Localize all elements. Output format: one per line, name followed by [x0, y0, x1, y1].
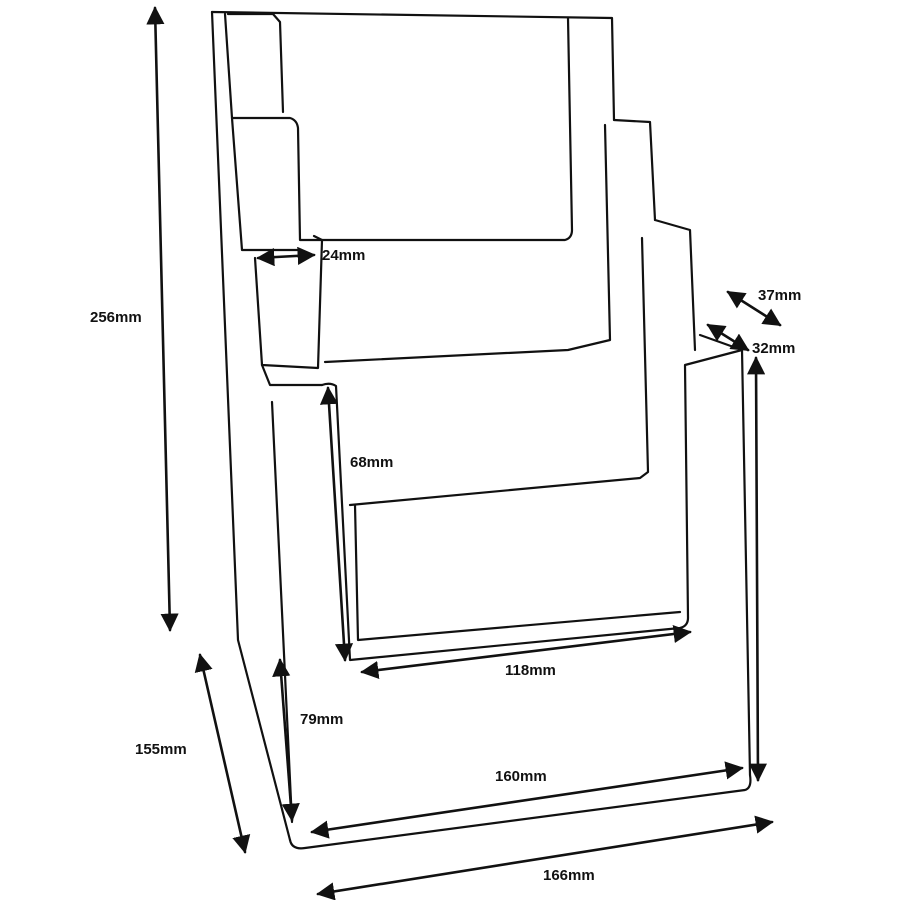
dim-arrow-step-top — [726, 290, 782, 327]
dim-arrow-pocket-width — [360, 624, 692, 680]
top-pocket — [223, 12, 574, 242]
middle-pocket-wall — [260, 363, 324, 387]
label-inner-width: 160mm — [495, 768, 547, 785]
label-pocket-height: 68mm — [350, 454, 393, 471]
bottom-pocket-front — [353, 503, 682, 642]
label-step-mid: 32mm — [752, 340, 795, 357]
dim-arrow-outer-width — [316, 815, 774, 900]
tier2-right-inner — [348, 236, 650, 507]
label-pocket-width: 118mm — [505, 662, 556, 679]
dim-arrow-right-height — [746, 356, 768, 782]
top-pocket-side — [226, 12, 285, 114]
dim-arrow-pocket-height — [319, 386, 354, 662]
label-step-top: 37mm — [758, 287, 801, 304]
top-pocket-wall — [230, 116, 302, 252]
back-panel-top-edge — [210, 10, 616, 122]
base-front-left — [270, 400, 294, 824]
label-depth: 155mm — [135, 741, 187, 758]
dim-arrow-total-height — [146, 6, 179, 632]
label-base-height: 79mm — [300, 711, 343, 728]
dim-arrow-step-mid — [706, 323, 750, 352]
dimension-arrows — [146, 6, 782, 900]
dimension-labels: 256mm 155mm 24mm 37mm 32mm 68mm 118mm 79… — [90, 247, 801, 884]
dim-arrow-pocket-depth — [256, 246, 316, 267]
tier1-right-step — [612, 118, 657, 222]
label-outer-width: 166mm — [543, 867, 595, 884]
tier1-right-inner — [323, 123, 612, 364]
middle-pocket — [253, 234, 324, 370]
back-panel-left-edge — [210, 10, 292, 842]
dim-arrow-base-height — [272, 658, 300, 822]
tier2-right-step — [653, 218, 697, 352]
dim-arrow-depth — [194, 653, 251, 854]
holder-outline — [210, 10, 752, 850]
label-pocket-depth: 24mm — [322, 247, 365, 264]
label-total-height: 256mm — [90, 309, 142, 326]
